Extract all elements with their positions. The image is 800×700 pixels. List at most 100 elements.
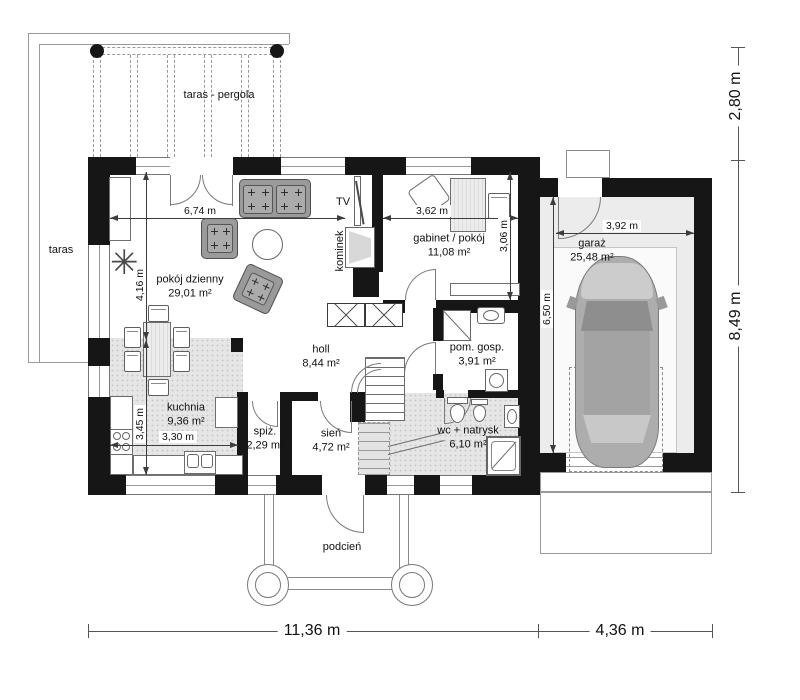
dim-cap [88,624,89,638]
porch-column [255,572,281,598]
window [136,157,170,175]
dim-line [146,340,147,475]
dim-arrow [110,442,118,448]
dim-arrow [507,292,513,300]
label-kominek: kominek [334,230,346,272]
dim-arrow [230,442,238,448]
pergola-beam [93,55,101,157]
dim-arrow [507,172,513,180]
porch-post-line [399,495,409,579]
pillar-kitchen [231,338,243,352]
dim-cap [712,624,713,638]
dim-line [510,172,511,300]
chair [173,351,190,372]
door-arc [404,342,436,374]
dining-table [143,322,171,377]
front-door-arc [326,495,364,533]
entry-door-opening [322,475,365,495]
wall-living-gabinet [372,175,383,272]
burner [122,443,130,451]
wall-stair-stub [350,392,365,422]
dim-line [553,197,554,453]
pergola-beam [130,55,138,157]
terrace-outline [28,362,90,363]
pergola-beam [204,55,212,157]
pergola-post [270,44,284,58]
dim-arrow [143,172,149,180]
shelf [450,283,520,296]
car-hood [581,263,653,299]
dim-label-gabinet-depth: 3,06 m [498,216,510,256]
car-roof [584,331,650,415]
dim-label-kitchen-depth: 3,45 m [134,404,146,444]
porch-column [399,572,425,598]
wall-sien-north [292,392,318,401]
dim-line [110,218,345,219]
terrace-outline [28,33,289,34]
label-taras-pergola: taras - pergola [183,89,255,101]
dim-label-bottom-garage: 4,36 m [589,622,651,640]
wall-right [518,157,540,495]
door-arc [405,269,436,300]
dim-cap [731,492,745,493]
sofa-seat [276,185,306,214]
dim-line [110,445,238,446]
wardrobe [365,303,403,327]
terrace-outline [39,44,40,363]
door-arc [202,175,232,205]
door-leaf [232,175,233,206]
desk-chair [488,193,510,219]
bidet-bowl [473,405,486,422]
garage-stoop [566,150,610,178]
room-label-pom-gosp: pom. gosp.3,91 m² [449,341,505,367]
dim-arrow [110,215,118,221]
dim-line [146,172,147,340]
wall-pomgosp-west [433,374,443,390]
burner [122,432,130,440]
dim-arrow [556,230,564,236]
dim-line [556,233,694,234]
wall-pomgosp-west [433,308,443,341]
dim-arrow [510,215,518,221]
door-leaf [558,197,559,239]
dim-cap [731,47,745,48]
washing-machine-drum [489,373,504,388]
sink-basin [187,454,199,468]
dim-cap [538,624,539,638]
garage-wall-bottom [663,453,712,472]
window [281,157,345,175]
dim-label-kitchen-width: 3,30 m [158,431,198,443]
wall-wc-north [468,390,518,398]
dim-label-garage-depth: 6,50 m [541,289,553,329]
washbasin-bowl [483,310,499,321]
toilet-tank [447,397,468,404]
shower-tray [491,441,516,471]
dim-arrow [550,445,556,453]
sideboard [109,177,131,241]
wall-spiz-sien [280,392,292,475]
garage-wall-right [694,178,712,472]
terrace-door-opening [170,157,233,175]
dim-arrow [337,215,345,221]
porch-post-line [264,495,274,579]
dim-arrow [686,230,694,236]
pergola-beam [167,55,175,157]
dim-label-right-upper: 2,80 m [727,65,745,127]
terrace-outline [28,33,29,363]
dim-arrow [143,332,149,340]
dim-label-bottom-house: 11,36 m [277,622,347,640]
door-arc [171,175,201,205]
toilet-bowl [450,404,465,423]
dim-arrow [550,197,556,205]
sink-basin [201,454,213,468]
door-leaf [170,175,171,206]
burner [113,432,121,440]
wall-chimney [353,263,379,297]
fridge [215,397,238,428]
wall-kitchen-spiz [237,392,248,475]
window [126,475,215,495]
